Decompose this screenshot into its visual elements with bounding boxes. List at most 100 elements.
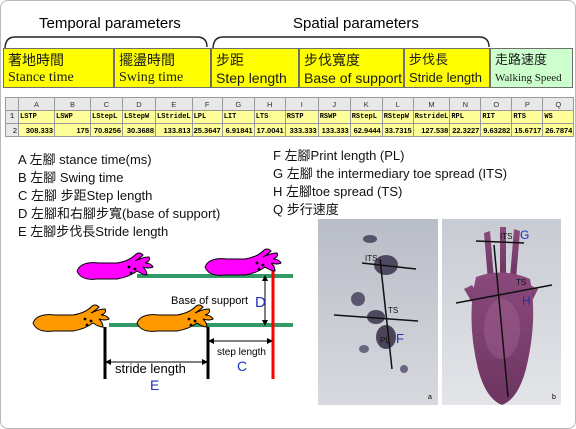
param-zh: 走路速度 xyxy=(495,52,548,67)
sheet-header-cell: LTS xyxy=(253,110,286,124)
sheet-value-cell: 17.0041 xyxy=(253,123,286,137)
temporal-brace xyxy=(4,36,208,50)
legend-item: Q 步行速度 xyxy=(273,202,339,217)
sheet-col-letter: I xyxy=(284,97,319,111)
legend-right: F 左腳Print length (PL) G 左腳 the intermedi… xyxy=(273,147,507,219)
sheet-row-number: 2 xyxy=(5,123,19,137)
sheet-value-cell: 308.333 xyxy=(18,123,55,137)
sheet-value-cell: 30.3688 xyxy=(122,123,156,137)
sheet-col-letter: K xyxy=(349,97,383,111)
sheet-col-letter: J xyxy=(317,97,351,111)
sheet-col-letter: P xyxy=(511,97,544,111)
c-letter: C xyxy=(237,358,247,374)
photo-a-label: a xyxy=(428,394,432,401)
sheet-col-letter: E xyxy=(155,97,193,111)
sheet-value-cell: 6.91841 xyxy=(221,123,255,137)
sheet-col-letter: G xyxy=(221,97,255,111)
sheet-value-cell: 22.3227 xyxy=(449,123,482,137)
legend-left: A 左腳 stance time(ms) B 左腳 Swing time C 左… xyxy=(18,151,220,241)
sheet-value-cell: 15.6717 xyxy=(511,123,544,137)
ts-label-b: TS xyxy=(516,278,526,287)
sheet-col-letter: M xyxy=(412,97,451,111)
legend-item: G 左腳 the intermediary toe spread (ITS) xyxy=(273,166,508,181)
sheet-header-cell: LStepL xyxy=(90,110,123,124)
sheet-header-cell: RStepW xyxy=(381,110,414,124)
param-en: Stance time xyxy=(8,70,74,85)
h-letter: H xyxy=(522,294,531,308)
base-of-support-label: Base of support xyxy=(171,295,248,307)
g-letter: G xyxy=(520,228,529,242)
d-letter: D xyxy=(255,294,266,311)
sheet-value-cell: 133.813 xyxy=(155,123,193,137)
sheet-row-number: 1 xyxy=(5,110,19,124)
legend-item: D 左腳和右腳步寬(base of support) xyxy=(18,206,221,221)
photo-b-label: b xyxy=(552,394,556,401)
legend-item: B 左腳 Swing time xyxy=(18,170,124,185)
its-label-a: ITS xyxy=(365,254,377,263)
sheet-header-cell: LIT xyxy=(221,110,255,124)
e-letter: E xyxy=(150,377,159,393)
sheet-header-cell: LStrideL xyxy=(155,110,193,124)
sheet-header-cell: RPL xyxy=(449,110,482,124)
param-zh: 步距 xyxy=(216,52,244,68)
temporal-title: Temporal parameters xyxy=(39,15,181,32)
its-label-b: ITS xyxy=(500,232,512,241)
param-walking-speed: 走路速度 Walking Speed xyxy=(490,48,573,88)
sheet-value-cell: 175 xyxy=(54,123,91,137)
sheet-header-cell: LPL xyxy=(191,110,223,124)
sheet-header-cell: LStepW xyxy=(122,110,156,124)
sheet-col-letter: B xyxy=(54,97,91,111)
sheet-value-cell: 333.333 xyxy=(284,123,319,137)
param-base-of-support: 步伐寬度 Base of support xyxy=(299,48,404,88)
param-zh: 著地時間 xyxy=(8,52,64,68)
legend-item: E 左腳步伐長Stride length xyxy=(18,224,169,239)
sheet-value-cell: 26.7874 xyxy=(542,123,575,137)
step-length-label: step length xyxy=(217,347,266,358)
sheet-col-letter: C xyxy=(90,97,123,111)
sheet-value-cell: 70.8256 xyxy=(90,123,123,137)
sheet-value-cell: 62.9444 xyxy=(349,123,383,137)
sheet-value-cell: 9.63282 xyxy=(480,123,513,137)
pl-label: PL xyxy=(380,336,390,345)
sheet-value-row: 2 308.333 175 70.8256 30.3688 133.813 25… xyxy=(5,123,575,137)
sheet-col-letter: N xyxy=(449,97,482,111)
param-en: Walking Speed xyxy=(495,72,562,84)
stride-length-label: stride length xyxy=(115,361,186,376)
sheet-value-cell: 33.7315 xyxy=(381,123,414,137)
sheet-header-cell: RSWP xyxy=(317,110,351,124)
param-en: Step length xyxy=(216,70,287,86)
sheet-header-cell: RSTP xyxy=(284,110,319,124)
spatial-brace xyxy=(212,36,490,50)
sheet-header-cell: RIT xyxy=(480,110,513,124)
footprint-photo-a: ITS TS PL F a xyxy=(318,219,438,405)
sheet-col-letter: O xyxy=(480,97,513,111)
param-zh: 擺盪時間 xyxy=(119,52,175,68)
param-step-length: 步距 Step length xyxy=(211,48,299,88)
legend-item: C 左腳 步距Step length xyxy=(18,188,153,203)
left-paw-1 xyxy=(32,304,110,332)
sheet-col-letter: A xyxy=(18,97,55,111)
sheet-col-letter: D xyxy=(122,97,156,111)
param-stride-length: 步伐長 Stride length xyxy=(404,48,490,88)
sheet-column-letters: A B C D E F G H I J K L M N O P Q xyxy=(5,97,575,111)
ts-label-a: TS xyxy=(388,306,398,315)
param-en: Base of support xyxy=(304,70,403,86)
sheet-value-cell: 127.538 xyxy=(412,123,451,137)
right-paw-1 xyxy=(76,252,154,280)
sheet-header-cell: RStepL xyxy=(349,110,383,124)
sheet-header-cell: WS xyxy=(542,110,575,124)
legend-item: F 左腳Print length (PL) xyxy=(273,148,405,163)
param-en: Stride length xyxy=(409,70,482,85)
gait-diagram: Base of support D step length C stride l… xyxy=(32,248,293,393)
legend-item: A 左腳 stance time(ms) xyxy=(18,152,152,167)
param-zh: 步伐寬度 xyxy=(304,52,360,68)
sheet-col-letter: H xyxy=(253,97,286,111)
sheet-header-row: 1 LSTP LSWP LStepL LStepW LStrideL LPL L… xyxy=(5,110,575,124)
param-stance-time: 著地時間 Stance time xyxy=(3,48,114,88)
legend-item: H 左腳toe spread (TS) xyxy=(273,184,403,199)
param-zh: 步伐長 xyxy=(409,52,449,67)
param-en: Swing time xyxy=(119,70,184,85)
sheet-col-letter: F xyxy=(191,97,223,111)
spatial-title: Spatial parameters xyxy=(293,15,419,32)
